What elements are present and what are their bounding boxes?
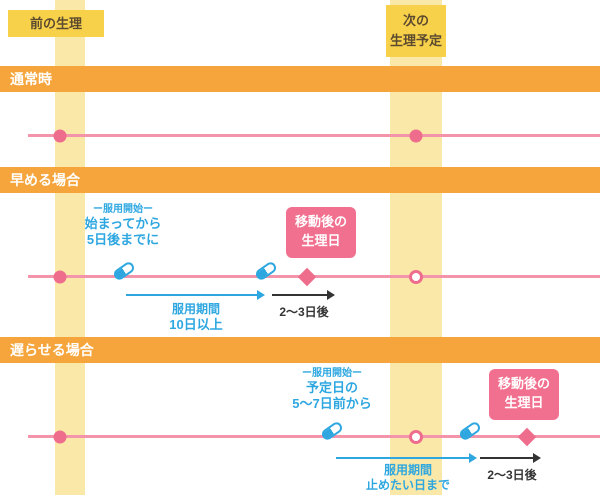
delay-result-line1: 移動後の bbox=[497, 376, 550, 391]
delay-start-note-line2: 5〜7日前から bbox=[292, 396, 372, 412]
moved-period-diamond-icon bbox=[297, 267, 317, 287]
section-header-advance: 早める場合 bbox=[0, 167, 600, 193]
timeline-delay bbox=[28, 435, 600, 438]
next-period-label-line1: 次の bbox=[402, 13, 429, 28]
pill-icon bbox=[457, 420, 483, 442]
advance-start-note-line1: 始まってから bbox=[84, 216, 162, 231]
advance-duration-label: 服用期間 10日以上 bbox=[131, 302, 261, 333]
section-header-normal: 通常時 bbox=[0, 66, 600, 92]
advance-duration-value: 10日以上 bbox=[169, 317, 223, 332]
section-header-delay: 遅らせる場合 bbox=[0, 337, 600, 363]
advance-result-line2: 生理日 bbox=[301, 232, 341, 248]
delay-start-note-header: ー服用開始ー bbox=[302, 368, 362, 379]
advance-result-badge: 移動後の 生理日 bbox=[286, 207, 356, 258]
next-period-label: 次の 生理予定 bbox=[386, 5, 446, 57]
moved-period-diamond-icon bbox=[517, 427, 537, 447]
skipped-period-circle-icon bbox=[409, 270, 423, 284]
next-period-dot-icon bbox=[409, 129, 423, 143]
previous-period-dot-icon bbox=[53, 129, 67, 143]
delay-after-label: 2〜3日後 bbox=[487, 468, 537, 482]
next-period-label-line2: 生理予定 bbox=[389, 32, 442, 48]
advance-start-note-header: ー服用開始ー bbox=[93, 204, 153, 215]
advance-after-arrow bbox=[272, 290, 335, 300]
delay-duration-arrow bbox=[336, 453, 477, 463]
delay-start-note: ー服用開始ー 予定日の 5〜7日前から bbox=[269, 367, 395, 413]
delay-result-badge: 移動後の 生理日 bbox=[489, 369, 559, 420]
delay-start-note-line1: 予定日の bbox=[305, 380, 358, 395]
timeline-normal bbox=[28, 134, 600, 137]
previous-period-dot-icon bbox=[53, 270, 67, 284]
pill-icon bbox=[319, 420, 345, 442]
advance-result-line1: 移動後の bbox=[294, 214, 347, 229]
advance-start-note: ー服用開始ー 始まってから 5日後までに bbox=[60, 203, 186, 249]
pill-icon bbox=[111, 260, 137, 282]
skipped-period-circle-icon bbox=[409, 430, 423, 444]
delay-result-line2: 生理日 bbox=[504, 394, 544, 410]
advance-start-note-line2: 5日後までに bbox=[86, 232, 160, 248]
advance-duration-arrow bbox=[126, 290, 265, 300]
delay-after-arrow bbox=[480, 453, 541, 463]
advance-after-label: 2〜3日後 bbox=[279, 305, 329, 319]
previous-period-label: 前の生理 bbox=[8, 10, 104, 37]
previous-period-dot-icon bbox=[53, 430, 67, 444]
delay-duration-title: 服用期間 bbox=[383, 463, 432, 477]
delay-duration-label: 服用期間 止めたい日まで bbox=[338, 463, 478, 493]
pill-icon bbox=[253, 260, 279, 282]
advance-duration-title: 服用期間 bbox=[171, 302, 220, 316]
delay-duration-value: 止めたい日まで bbox=[365, 478, 450, 492]
